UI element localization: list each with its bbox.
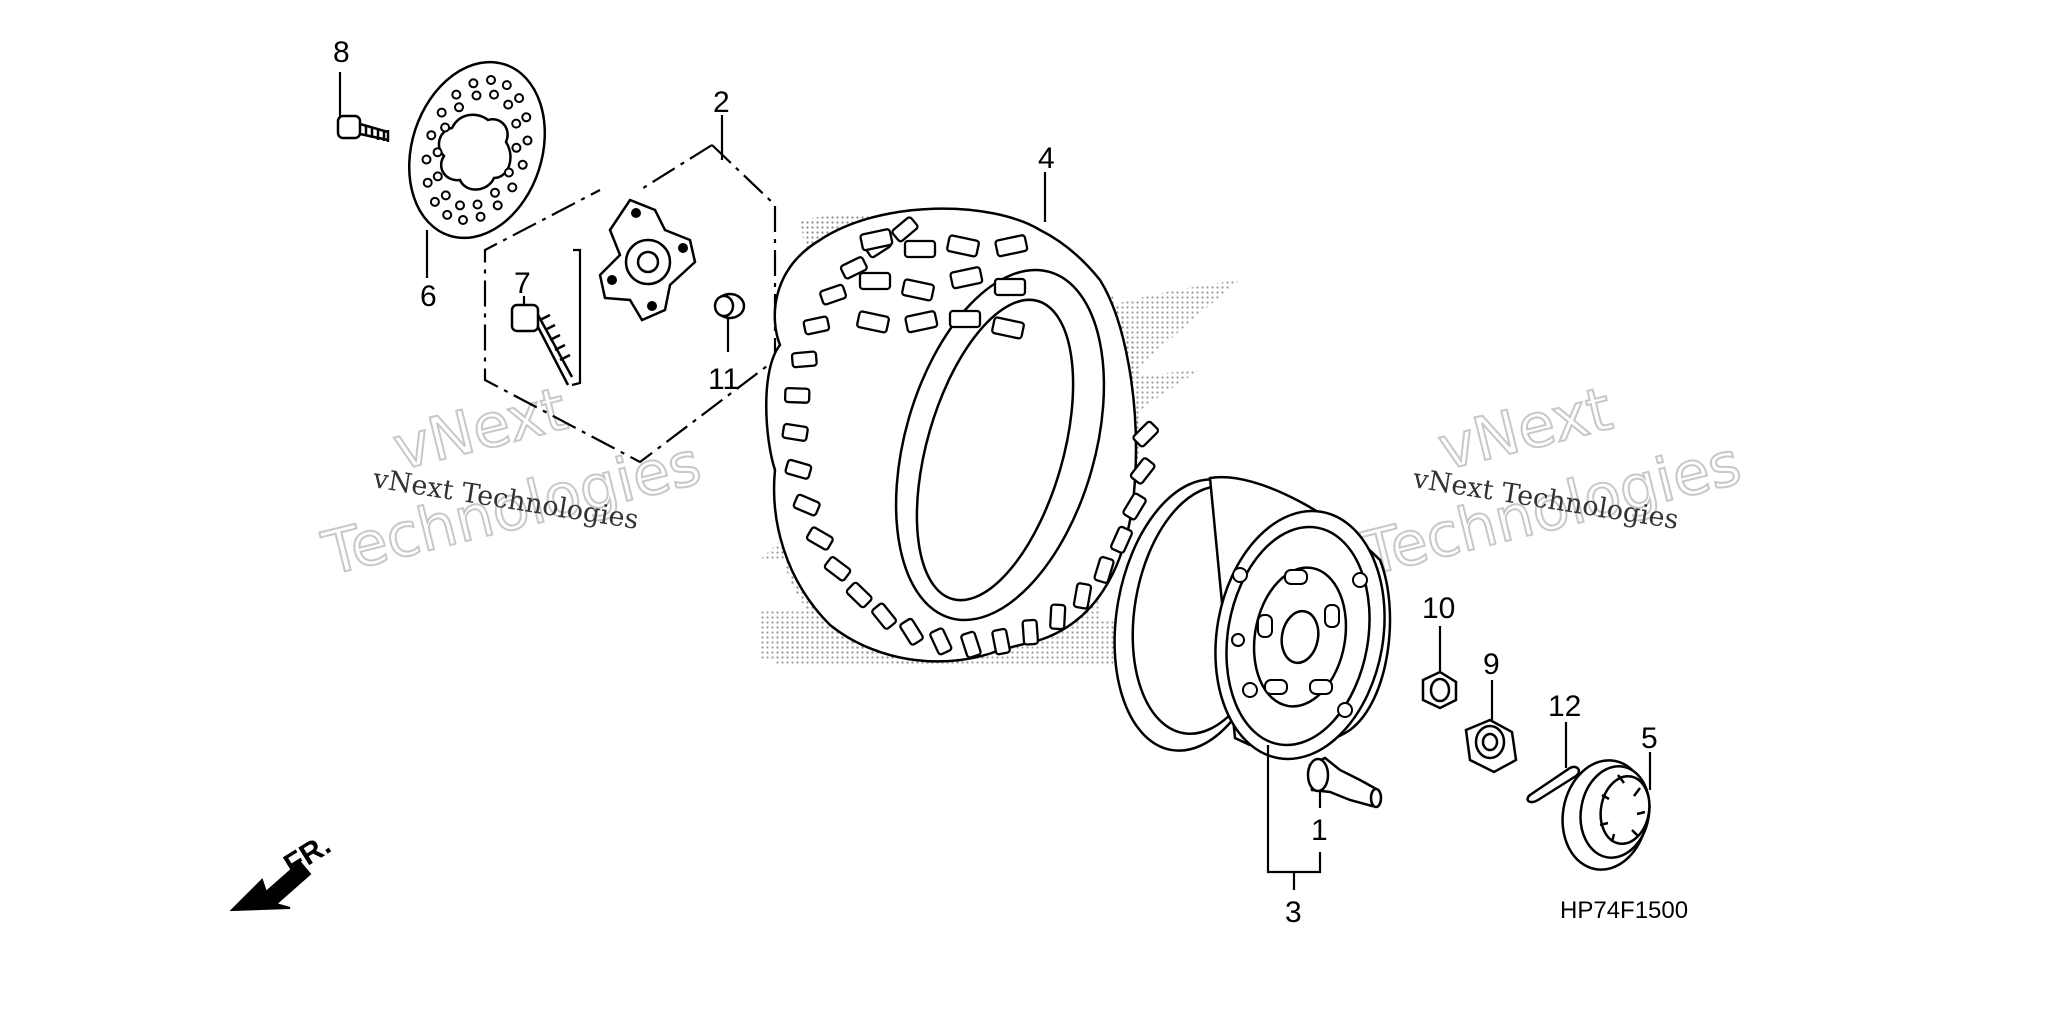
callout-10: 10 — [1422, 592, 1455, 625]
callout-8: 8 — [333, 36, 350, 69]
callout-4: 4 — [1038, 142, 1055, 175]
hub-kit-boundary — [483, 144, 777, 464]
callout-6: 6 — [420, 280, 437, 313]
tire — [765, 207, 1160, 667]
hub-stud — [510, 303, 574, 386]
front-direction-arrow-icon: FR. — [229, 828, 337, 912]
callout-7: 7 — [514, 267, 531, 300]
callout-2: 2 — [713, 86, 730, 119]
watermark-right: vNext Technologies vNext Technologies — [1355, 373, 1749, 591]
callout-11: 11 — [708, 363, 739, 396]
callout-3: 3 — [1285, 896, 1302, 929]
stud-leader — [571, 248, 582, 387]
cotter-pin — [1526, 765, 1581, 804]
callout-9: 9 — [1483, 648, 1500, 681]
brake-disc — [407, 60, 547, 240]
diagram-code: HP74F1500 — [1560, 897, 1688, 924]
leader-lines — [338, 72, 1652, 890]
castle-nut — [1464, 718, 1518, 774]
callout-labels: 8 6 2 7 11 4 10 9 12 5 1 3 — [333, 36, 1658, 929]
wheel-hub — [598, 198, 697, 322]
callout-12: 12 — [1548, 690, 1581, 723]
axle-nut — [1421, 670, 1458, 710]
hub-cap — [1561, 759, 1651, 871]
callout-1: 1 — [1311, 814, 1328, 847]
wheel-rim — [1113, 475, 1392, 761]
callout-5: 5 — [1641, 722, 1658, 755]
disc-bolt — [336, 114, 390, 142]
watermark-left: vNext Technologies vNext Technologies — [315, 373, 709, 591]
hub-bearing — [713, 292, 746, 320]
